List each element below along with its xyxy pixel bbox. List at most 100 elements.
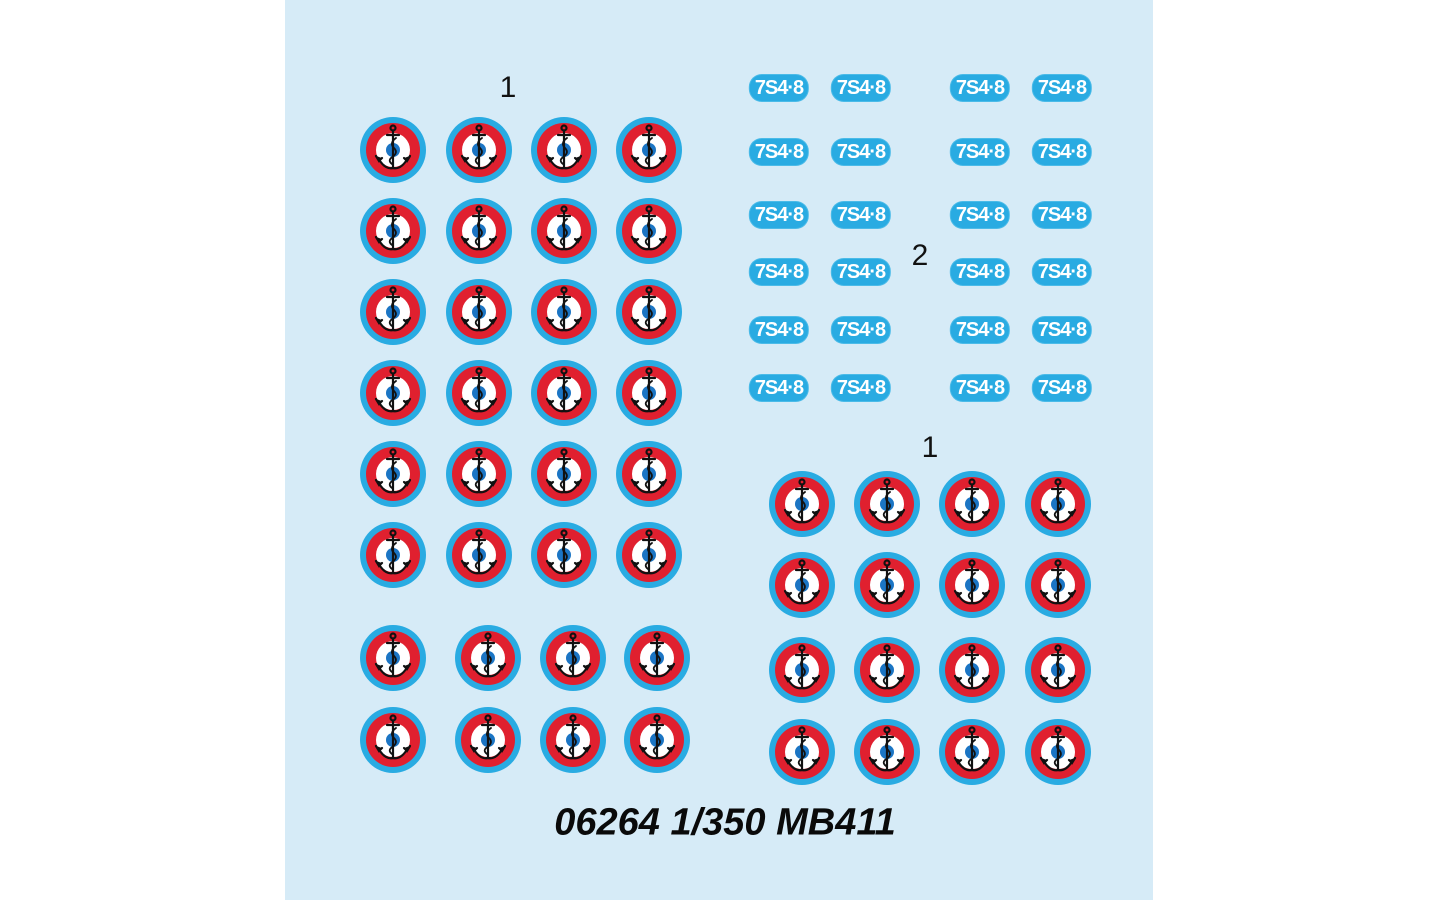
anchor-icon (460, 286, 498, 332)
anchor-icon (460, 529, 498, 575)
roundel-decal (530, 440, 598, 508)
hull-number-decal: 7S4·8 (1032, 375, 1092, 401)
roundel-decal (853, 636, 921, 704)
anchor-icon (630, 286, 668, 332)
roundel-decal (853, 551, 921, 619)
hull-number-decal: 7S4·8 (950, 75, 1010, 101)
roundel-decal (1024, 636, 1092, 704)
anchor-icon (868, 644, 906, 690)
anchor-icon (374, 124, 412, 170)
hull-number-decal: 7S4·8 (1032, 202, 1092, 228)
roundel-decal (615, 521, 683, 589)
anchor-icon (783, 726, 821, 772)
roundel-decal (623, 706, 691, 774)
roundel-decal (768, 718, 836, 786)
anchor-icon (545, 448, 583, 494)
roundel-decal (359, 359, 427, 427)
roundel-decal (615, 116, 683, 184)
anchor-icon (953, 559, 991, 605)
anchor-icon (374, 286, 412, 332)
hull-number-decal: 7S4·8 (831, 375, 891, 401)
anchor-icon (460, 367, 498, 413)
anchor-icon (374, 205, 412, 251)
anchor-icon (1039, 644, 1077, 690)
roundel-decal (445, 359, 513, 427)
roundel-decal (938, 718, 1006, 786)
anchor-icon (545, 367, 583, 413)
anchor-icon (469, 714, 507, 760)
roundel-decal (359, 278, 427, 346)
anchor-icon (1039, 559, 1077, 605)
anchor-icon (868, 559, 906, 605)
roundel-decal (454, 624, 522, 692)
hull-number-decal: 7S4·8 (831, 317, 891, 343)
roundel-decal (853, 718, 921, 786)
roundel-decal (938, 551, 1006, 619)
anchor-icon (630, 124, 668, 170)
decal-label-1-right: 1 (921, 431, 939, 464)
anchor-icon (545, 529, 583, 575)
roundel-decal (359, 624, 427, 692)
hull-number-decal: 7S4·8 (749, 75, 809, 101)
roundel-decal (768, 636, 836, 704)
hull-number-decal: 7S4·8 (749, 375, 809, 401)
anchor-icon (630, 448, 668, 494)
roundel-decal (938, 636, 1006, 704)
roundel-decal (445, 197, 513, 265)
anchor-icon (554, 632, 592, 678)
anchor-icon (374, 632, 412, 678)
roundel-decal (539, 624, 607, 692)
anchor-icon (1039, 726, 1077, 772)
anchor-icon (545, 124, 583, 170)
roundel-decal (359, 706, 427, 774)
anchor-icon (374, 448, 412, 494)
roundel-decal (615, 197, 683, 265)
anchor-icon (630, 529, 668, 575)
roundel-decal (359, 440, 427, 508)
roundel-decal (530, 359, 598, 427)
roundel-decal (530, 197, 598, 265)
roundel-decal (768, 470, 836, 538)
roundel-decal (938, 470, 1006, 538)
anchor-icon (630, 205, 668, 251)
anchor-icon (554, 714, 592, 760)
roundel-decal (530, 116, 598, 184)
hull-number-decal: 7S4·8 (749, 259, 809, 285)
roundel-decal (615, 440, 683, 508)
hull-number-decal: 7S4·8 (831, 139, 891, 165)
roundel-decal (615, 278, 683, 346)
anchor-icon (783, 644, 821, 690)
roundel-decal (445, 116, 513, 184)
hull-number-decal: 7S4·8 (950, 317, 1010, 343)
roundel-decal (1024, 718, 1092, 786)
anchor-icon (953, 478, 991, 524)
roundel-decal (445, 278, 513, 346)
hull-number-decal: 7S4·8 (950, 259, 1010, 285)
anchor-icon (783, 559, 821, 605)
hull-number-decal: 7S4·8 (831, 75, 891, 101)
roundel-decal (623, 624, 691, 692)
anchor-icon (545, 205, 583, 251)
roundel-decal (539, 706, 607, 774)
hull-number-decal: 7S4·8 (950, 139, 1010, 165)
hull-number-decal: 7S4·8 (749, 317, 809, 343)
roundel-decal (853, 470, 921, 538)
anchor-icon (460, 448, 498, 494)
anchor-icon (638, 714, 676, 760)
hull-number-decal: 7S4·8 (1032, 317, 1092, 343)
roundel-decal (1024, 551, 1092, 619)
roundel-decal (359, 521, 427, 589)
anchor-icon (374, 714, 412, 760)
anchor-icon (460, 124, 498, 170)
hull-number-decal: 7S4·8 (1032, 139, 1092, 165)
anchor-icon (1039, 478, 1077, 524)
roundel-decal (454, 706, 522, 774)
hull-number-decal: 7S4·8 (749, 139, 809, 165)
decal-label-2: 2 (911, 239, 929, 272)
anchor-icon (469, 632, 507, 678)
anchor-icon (868, 726, 906, 772)
roundel-decal (359, 116, 427, 184)
anchor-icon (374, 529, 412, 575)
anchor-icon (545, 286, 583, 332)
hull-number-decal: 7S4·8 (1032, 75, 1092, 101)
